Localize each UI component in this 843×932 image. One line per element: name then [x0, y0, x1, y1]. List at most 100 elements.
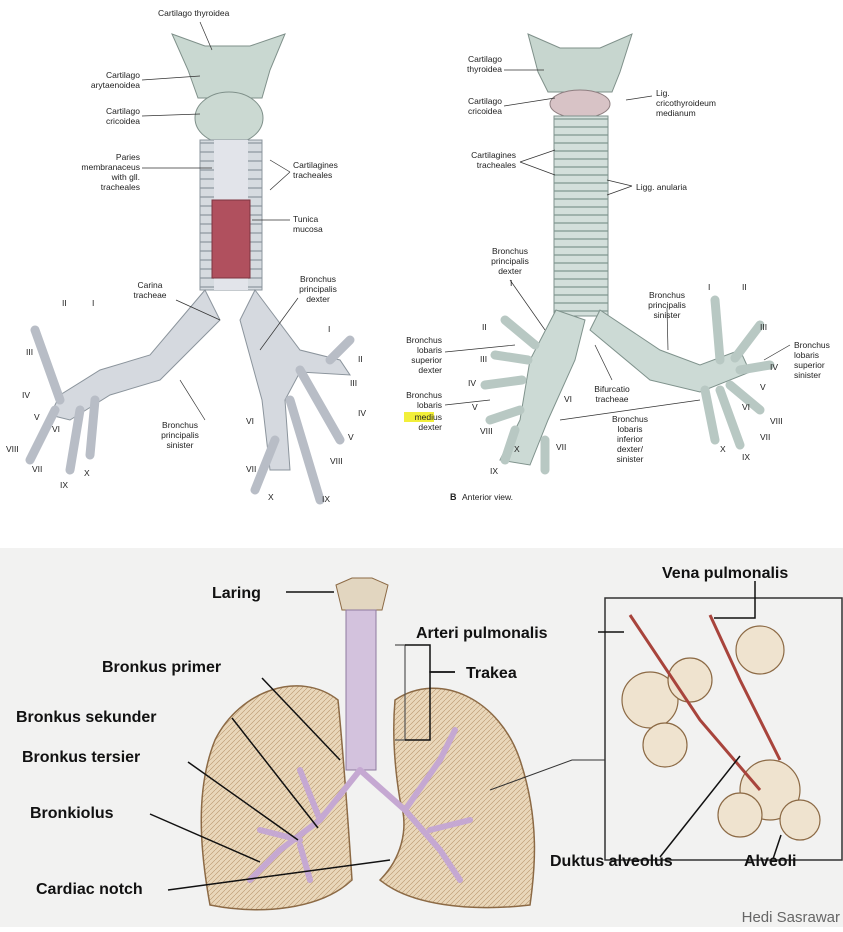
svg-text:VI: VI	[742, 402, 750, 412]
label-a-cartilago-cricoidea: Cartilago cricoidea	[106, 106, 140, 126]
svg-text:principalis: principalis	[299, 284, 337, 294]
svg-text:dexter: dexter	[418, 365, 442, 375]
label-b-bronchus-principalis-sinister: Bronchus principalis sinister	[648, 290, 686, 320]
svg-text:VIII: VIII	[770, 416, 783, 426]
svg-text:inferior: inferior	[617, 434, 643, 444]
panel-a-bronchus-right	[50, 290, 220, 420]
label-a-bronchus-principalis-sinister: Bronchus principalis sinister	[161, 420, 199, 450]
panel-a-cricoid-cartilage	[195, 92, 263, 144]
svg-text:II: II	[742, 282, 747, 292]
svg-text:VII: VII	[760, 432, 770, 442]
svg-text:arytaenoidea: arytaenoidea	[91, 80, 140, 90]
svg-text:tracheae: tracheae	[133, 290, 166, 300]
svg-text:X: X	[514, 444, 520, 454]
svg-text:sinister: sinister	[794, 370, 821, 380]
label-b-cartilago-thyroidea: Cartilago thyroidea	[467, 54, 502, 74]
svg-text:Bronchus: Bronchus	[406, 390, 442, 400]
svg-text:lobaris: lobaris	[417, 400, 442, 410]
svg-text:II: II	[62, 298, 67, 308]
panel-a-labels: Cartilago thyroidea Cartilago arytaenoid…	[6, 8, 366, 504]
svg-text:Bronchus: Bronchus	[794, 340, 830, 350]
svg-text:lobaris: lobaris	[794, 350, 819, 360]
svg-text:Bronchus: Bronchus	[649, 290, 685, 300]
label-c-duktus-alveolus: Duktus alveolus	[550, 853, 673, 870]
svg-text:lobaris: lobaris	[617, 424, 642, 434]
label-b-bronchus-principalis-dexter: Bronchus principalis dexter	[491, 246, 529, 276]
panel-b-caption-letter: B	[450, 492, 457, 502]
svg-text:II: II	[358, 354, 363, 364]
svg-text:dexter/: dexter/	[617, 444, 644, 454]
svg-text:III: III	[480, 354, 487, 364]
svg-text:membranaceus: membranaceus	[81, 162, 140, 172]
svg-text:Bronchus: Bronchus	[406, 335, 442, 345]
svg-text:IV: IV	[468, 378, 476, 388]
label-a-cartilago-thyroidea: Cartilago thyroidea	[158, 8, 230, 18]
svg-text:Tunica: Tunica	[293, 214, 318, 224]
panel-b-labels: Cartilago thyroidea Cartilago cricoidea …	[404, 54, 830, 502]
panel-c	[0, 548, 843, 927]
svg-text:V: V	[760, 382, 766, 392]
label-c-trakea: Trakea	[466, 665, 517, 682]
label-c-bronkus-sekunder: Bronkus sekunder	[16, 709, 156, 726]
svg-text:I: I	[510, 278, 512, 288]
panel-c-larynx	[336, 578, 388, 610]
svg-text:dexter: dexter	[498, 266, 522, 276]
svg-text:Paries: Paries	[116, 152, 140, 162]
label-c-bronkus-primer: Bronkus primer	[102, 659, 221, 676]
label-b-lig-cricothyroideum: Lig. cricothyroideum medianum	[656, 88, 716, 118]
svg-text:Cartilago: Cartilago	[106, 70, 140, 80]
svg-text:VIII: VIII	[330, 456, 343, 466]
svg-text:V: V	[34, 412, 40, 422]
panel-b-cricoid-cartilage	[550, 90, 610, 118]
svg-text:Bronchus: Bronchus	[162, 420, 198, 430]
svg-text:I: I	[708, 282, 710, 292]
svg-text:IX: IX	[60, 480, 68, 490]
label-c-laring: Laring	[212, 585, 261, 602]
svg-text:Bronchus: Bronchus	[612, 414, 648, 424]
svg-text:VII: VII	[32, 464, 42, 474]
svg-text:VII: VII	[246, 464, 256, 474]
svg-text:superior: superior	[794, 360, 825, 370]
svg-text:principalis: principalis	[161, 430, 199, 440]
svg-text:III: III	[760, 322, 767, 332]
panel-b-thyroid-cartilage	[528, 34, 632, 92]
svg-text:V: V	[472, 402, 478, 412]
svg-text:superior: superior	[411, 355, 442, 365]
label-b-cartilagines-tracheales: Cartilagines tracheales	[471, 150, 516, 170]
svg-text:VI: VI	[246, 416, 254, 426]
svg-text:Cartilagines: Cartilagines	[293, 160, 338, 170]
svg-text:principalis: principalis	[491, 256, 529, 266]
svg-text:VII: VII	[556, 442, 566, 452]
label-b-bronchus-lobaris-superior-dexter: Bronchus lobaris superior dexter	[406, 335, 442, 375]
svg-text:II: II	[482, 322, 487, 332]
label-c-bronkiolus: Bronkiolus	[30, 805, 114, 822]
svg-text:IX: IX	[322, 494, 330, 504]
svg-text:VIII: VIII	[480, 426, 493, 436]
label-a-cartilago-arytaenoidea: Cartilago arytaenoidea	[91, 70, 140, 90]
panel-b-bronchus-left	[590, 310, 750, 392]
svg-text:thyroidea: thyroidea	[467, 64, 502, 74]
svg-text:principalis: principalis	[648, 300, 686, 310]
svg-text:Cartilagines: Cartilagines	[471, 150, 516, 160]
label-a-bronchus-principalis-dexter: Bronchus principalis dexter	[299, 274, 337, 304]
label-c-alveoli: Alveoli	[744, 853, 796, 870]
label-b-bronchus-lobaris-inferior: Bronchus lobaris inferior dexter/ sinist…	[612, 414, 648, 464]
svg-text:Bronchus: Bronchus	[492, 246, 528, 256]
svg-text:X: X	[268, 492, 274, 502]
credit-watermark: Hedi Sasrawar	[742, 909, 840, 926]
svg-text:tracheae: tracheae	[595, 394, 628, 404]
label-b-ligg-anularia: Ligg. anularia	[636, 182, 687, 192]
svg-text:III: III	[26, 347, 33, 357]
svg-text:cricoidea: cricoidea	[468, 106, 502, 116]
svg-text:IX: IX	[490, 466, 498, 476]
svg-text:IV: IV	[358, 408, 366, 418]
svg-text:tracheales: tracheales	[477, 160, 516, 170]
svg-text:mucosa: mucosa	[293, 224, 323, 234]
svg-text:IX: IX	[742, 452, 750, 462]
svg-text:X: X	[720, 444, 726, 454]
svg-text:Cartilago: Cartilago	[468, 54, 502, 64]
label-c-cardiac-notch: Cardiac notch	[36, 881, 143, 898]
panel-b-caption: Anterior view.	[462, 492, 513, 502]
